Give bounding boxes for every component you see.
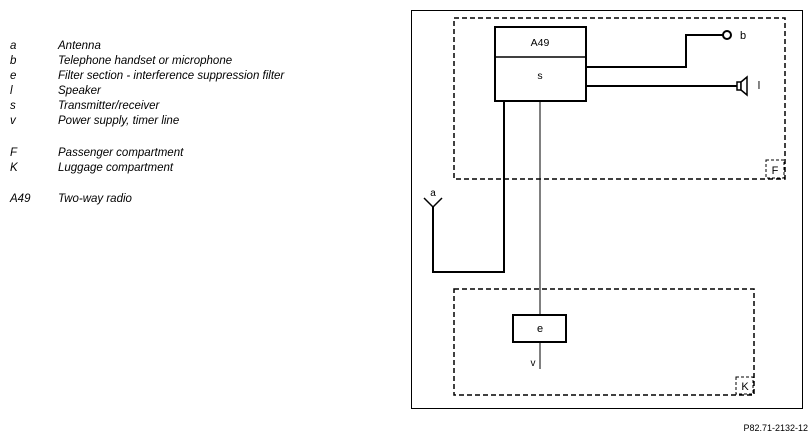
diagram-frame (411, 10, 803, 409)
legend-code: e (10, 70, 17, 82)
luggage-area-tag (735, 376, 754, 395)
speaker-label: l (758, 80, 760, 92)
legend-description: Telephone handset or microphone (58, 55, 233, 67)
handset-line (586, 34, 724, 68)
passenger-area-label: F (772, 165, 779, 177)
filter-label: e (537, 323, 543, 335)
two-way-radio-block (494, 26, 587, 102)
radio-label: A49 (531, 37, 550, 49)
legend-description: Passenger compartment (58, 147, 184, 159)
transceiver-label: s (537, 70, 542, 82)
antenna-line (432, 101, 505, 273)
passenger-area-tag (765, 159, 785, 179)
legend-code: v (10, 115, 16, 127)
legend-code: b (10, 55, 17, 67)
legend-code: A49 (10, 193, 31, 205)
antenna-icon (423, 197, 443, 208)
legend-description: Two-way radio (58, 193, 132, 205)
legend-description: Power supply, timer line (58, 115, 180, 127)
legend-description: Antenna (58, 40, 101, 52)
legend-description: Filter section - interference suppressio… (58, 70, 285, 82)
legend-description: Luggage compartment (58, 162, 174, 174)
legend-code: a (10, 40, 17, 52)
speaker-icon (736, 75, 748, 97)
passenger-compartment-area (453, 17, 786, 180)
handset-label: b (740, 30, 746, 42)
antenna-label: a (430, 188, 436, 199)
luggage-area-label: K (741, 381, 749, 393)
luggage-compartment-area (453, 288, 755, 396)
legend-code: K (10, 162, 18, 174)
legend-code: s (10, 100, 16, 112)
figure-reference: P82.71-2132-12 (743, 423, 808, 433)
legend-description: Speaker (58, 85, 101, 97)
legend-code: F (10, 147, 18, 159)
handset-icon (722, 30, 732, 40)
legend-code: l (10, 85, 13, 97)
power-label: v (531, 358, 536, 369)
legend-description: Transmitter/receiver (58, 100, 160, 112)
